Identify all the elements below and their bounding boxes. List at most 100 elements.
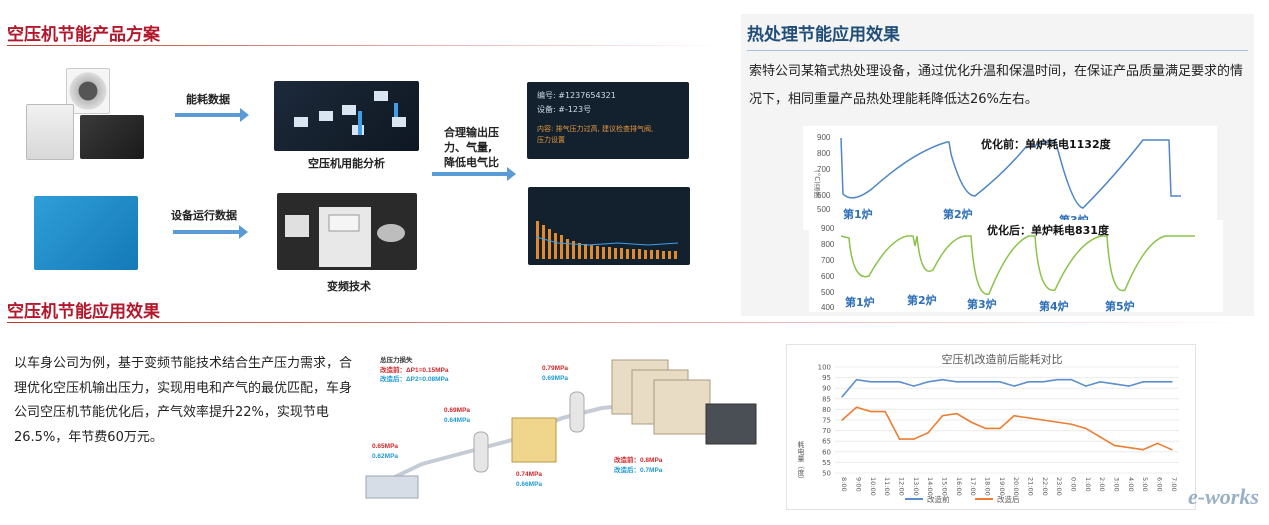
legend-before: 改造前 <box>927 494 950 504</box>
point-after <box>1113 444 1116 447</box>
heat-title: 热处理节能应用效果 <box>747 25 900 45</box>
heat-before-ylabel: (°C)温度 <box>813 170 821 199</box>
p1-after: 0.62MPa <box>372 453 398 460</box>
x-tick-label: 21:00 <box>1027 477 1035 496</box>
point-before <box>1070 378 1073 381</box>
p5-after: 改造后：0.7MPa <box>614 465 663 474</box>
analysis-caption: 空压机用能分析 <box>308 157 385 170</box>
point-after <box>1056 421 1058 423</box>
point-after <box>984 427 987 430</box>
point-before <box>1113 383 1116 385</box>
alert-device: 设备: #-123号 <box>537 105 592 114</box>
x-tick-label: 23:00 <box>1055 477 1063 496</box>
heat-after-tick: 600 <box>821 272 835 281</box>
p4-before: 0.79MPa <box>542 365 568 372</box>
heat-before-tick: 900 <box>817 133 831 142</box>
x-tick-label: 15:00 <box>941 477 949 496</box>
heat-before-tick: 500 <box>817 205 831 214</box>
pressure-total-before: 改造前：ΔP1=0.15MPa <box>380 365 449 374</box>
x-tick-label: 10:00 <box>869 477 877 496</box>
p5-before: 改造前：0.8MPa <box>614 455 663 464</box>
chart-title: 空压机改造前后能耗对比 <box>942 352 1063 366</box>
point-before <box>855 378 858 381</box>
point-before <box>898 381 901 383</box>
x-tick-label: 5:00 <box>1141 477 1149 492</box>
x-tick-label: 14:00 <box>926 477 934 496</box>
point-before <box>999 381 1001 383</box>
point-after <box>941 414 944 417</box>
heat-text: 索特公司某箱式热处理设备，通过优化升温和保温时间，在保证产品质量满足要求的情况下… <box>749 64 1244 107</box>
point-before <box>1156 381 1159 383</box>
solution-title: 空压机节能产品方案 <box>7 25 160 45</box>
y-tick-label: 50 <box>822 470 831 478</box>
x-tick-label: 9:00 <box>855 477 863 492</box>
breaker-image <box>26 104 74 160</box>
x-tick-label: 20:00 <box>1012 477 1020 496</box>
point-before <box>1085 385 1087 387</box>
furnace-label: 第5炉 <box>1105 299 1135 312</box>
y-tick-label: 70 <box>822 427 831 435</box>
heat-before-title: 优化前：单炉耗电1132度 <box>981 137 1112 151</box>
watermark: e-works <box>1188 484 1259 509</box>
heat-after-tick: 800 <box>821 240 835 249</box>
point-before <box>884 381 886 383</box>
furnace-label: 第1炉 <box>845 295 875 309</box>
point-after <box>970 421 972 423</box>
point-before <box>1013 385 1015 387</box>
point-after <box>1156 442 1159 445</box>
p1-before: 0.65MPa <box>372 443 398 450</box>
point-after <box>1142 448 1144 451</box>
y-tick-label: 100 <box>818 364 831 372</box>
x-tick-label: 19:00 <box>998 477 1006 496</box>
point-after <box>1027 417 1030 419</box>
y-tick-label: 65 <box>822 438 831 446</box>
device-data-label: 设备运行数据 <box>171 209 237 222</box>
point-before <box>941 378 944 381</box>
point-after <box>913 438 915 440</box>
point-before <box>913 385 915 387</box>
x-tick-label: 6:00 <box>1156 477 1164 492</box>
furnace-label: 第4炉 <box>1039 299 1069 312</box>
heat-after-tick: 900 <box>821 224 835 233</box>
point-before <box>1027 381 1030 383</box>
y-tick-label: 55 <box>822 459 831 467</box>
series-line-after <box>841 406 1173 451</box>
heat-panel: 热处理节能应用效果 索特公司某箱式热处理设备，通过优化升温和保温时间，在保证产品… <box>741 14 1254 316</box>
heat-after-tick: 500 <box>821 288 835 297</box>
x-tick-label: 7:00 <box>1170 477 1178 492</box>
y-tick-label: 95 <box>822 374 831 382</box>
arrow-device <box>173 225 248 239</box>
vfd-caption: 变频技术 <box>327 280 371 293</box>
point-before <box>927 381 929 383</box>
point-after <box>1171 448 1173 451</box>
y-tick-label: 75 <box>822 417 831 425</box>
p4-after: 0.69MPa <box>542 375 568 382</box>
result-line-3: 降低电气比 <box>444 156 499 169</box>
alert-content: 内容: 排气压力过高, 建议检查排气阀, 压力设置 <box>537 125 654 144</box>
heat-after-tick: 700 <box>821 256 835 265</box>
x-tick-label: 4:00 <box>1127 477 1135 492</box>
chart-ylabel: 耗电量（度） <box>797 441 805 483</box>
y-tick-label: 85 <box>822 395 831 403</box>
point-before <box>1056 378 1058 381</box>
heat-before-tick: 600 <box>817 191 831 200</box>
result-line-2: 力、气量, <box>444 141 493 154</box>
y-tick-label: 90 <box>822 385 831 393</box>
x-tick-label: 3:00 <box>1113 477 1121 492</box>
series-line-before <box>841 378 1172 398</box>
point-before <box>841 395 843 398</box>
energy-data-label: 能耗数据 <box>186 93 230 106</box>
point-after <box>956 412 958 415</box>
result-line-1: 合理输出压 <box>444 126 499 139</box>
alert-panel: 编号: #1237654321 设备: #-123号 内容: 排气压力过高, 建… <box>527 82 689 159</box>
gateway-image <box>80 115 144 159</box>
point-before <box>1171 381 1173 383</box>
arrow-energy <box>175 108 249 122</box>
p3-before: 0.74MPa <box>516 471 542 478</box>
analysis-image <box>274 81 419 151</box>
y-tick-label: 60 <box>822 448 831 456</box>
furnace-label: 第3炉 <box>967 297 997 311</box>
point-after <box>1070 423 1073 426</box>
x-tick-label: 22:00 <box>1041 477 1049 496</box>
